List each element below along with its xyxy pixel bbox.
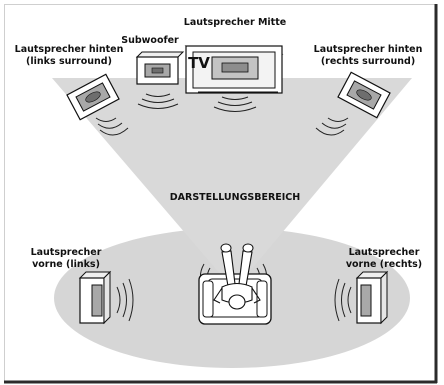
tv-label: TV — [186, 55, 212, 71]
subwoofer-speaker — [135, 51, 185, 85]
label-subwoofer-text: Subwoofer — [121, 35, 179, 46]
label-rear-right-line2: (rechts surround) — [320, 56, 416, 67]
label-front-right: Lautsprecher vorne (rechts) — [338, 247, 430, 271]
label-rear-right-line1: Lautsprecher hinten — [313, 44, 423, 55]
label-front-right-line1: Lautsprecher — [348, 247, 420, 258]
label-front-left-line2: vorne (links) — [32, 259, 100, 270]
front-left-speaker — [78, 270, 112, 325]
label-rear-left-line1: Lautsprecher hinten — [14, 44, 124, 55]
label-rear-right: Lautsprecher hinten (rechts surround) — [306, 44, 430, 68]
label-rear-left-line2: (links surround) — [26, 56, 112, 67]
rear-left-speaker — [66, 73, 120, 121]
tv-label-text: TV — [188, 54, 210, 72]
tv-set — [184, 45, 284, 94]
display-area-cone — [52, 78, 412, 290]
label-display-area: DARSTELLUNGSBEREICH — [150, 192, 320, 204]
label-display-area-text: DARSTELLUNGSBEREICH — [169, 192, 301, 203]
label-center-text: Lautsprecher Mitte — [183, 17, 287, 28]
label-front-right-line2: vorne (rechts) — [345, 259, 423, 270]
label-rear-left: Lautsprecher hinten (links surround) — [10, 44, 128, 68]
rear-right-speaker — [337, 71, 391, 119]
front-right-speaker — [355, 270, 389, 325]
listener-armchair — [198, 243, 272, 325]
label-center: Lautsprecher Mitte — [176, 17, 294, 29]
label-subwoofer: Subwoofer — [118, 35, 182, 47]
label-front-left: Lautsprecher vorne (links) — [22, 247, 110, 271]
label-front-left-line1: Lautsprecher — [30, 247, 102, 258]
